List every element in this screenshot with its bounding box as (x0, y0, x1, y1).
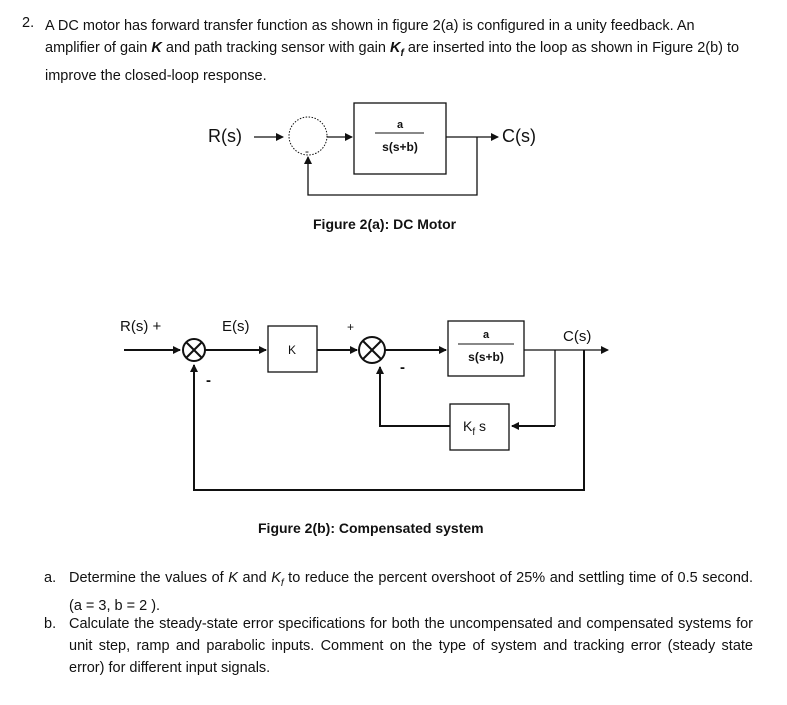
fig-b-plant-block (447, 320, 525, 377)
question-number: 2. (22, 15, 35, 31)
figure-2b: R(s) + - E(s) K + - a s(s+b) C(s) Kf s (120, 318, 609, 491)
fig-a-summing-junction (288, 116, 328, 156)
fig-b-caption: Figure 2(b): Compensated system (258, 520, 484, 536)
fig-b-plus-sign: + (347, 320, 354, 334)
fig-a-feedback-path (304, 137, 478, 196)
fig-b-input-label: R(s) + (120, 318, 161, 335)
fig-a-plant-block (353, 102, 447, 175)
fig-a-output-label: C(s) (502, 126, 536, 146)
question-intro: A DC motor has forward transfer function… (45, 18, 740, 84)
fig-a-denominator: s(s+b) (382, 140, 418, 154)
fig-a-caption: Figure 2(a): DC Motor (313, 216, 457, 232)
fig-a-input-label: R(s) (208, 126, 242, 146)
fig-b-outer-feedback-path (190, 350, 585, 491)
fig-b-numerator: a (483, 329, 490, 341)
part-a-label: a. (44, 570, 57, 586)
gain-kf: Kf (389, 40, 404, 59)
fig-b-sensor-label: Kf s (463, 418, 486, 438)
figure-2a: R(s) - a s(s+b) C(s) (208, 102, 536, 196)
gain-k: K (151, 40, 162, 56)
part-a-text: Determine the values of K and Kf to redu… (69, 570, 753, 614)
fig-b-gain-label: K (288, 343, 296, 357)
fig-b-error-label: E(s) (222, 318, 250, 335)
fig-b-denominator: s(s+b) (468, 350, 504, 364)
part-b-text: Calculate the steady-state error specifi… (69, 616, 753, 676)
fig-b-inner-feedback-path (376, 366, 450, 427)
fig-a-numerator: a (397, 119, 404, 131)
fig-b-minus-sign-2: - (400, 359, 405, 376)
part-b-label: b. (44, 616, 57, 632)
fig-b-minus-sign-1: - (206, 372, 211, 389)
fig-a-minus-sign: - (305, 144, 309, 158)
fig-b-output-label: C(s) (563, 328, 591, 345)
